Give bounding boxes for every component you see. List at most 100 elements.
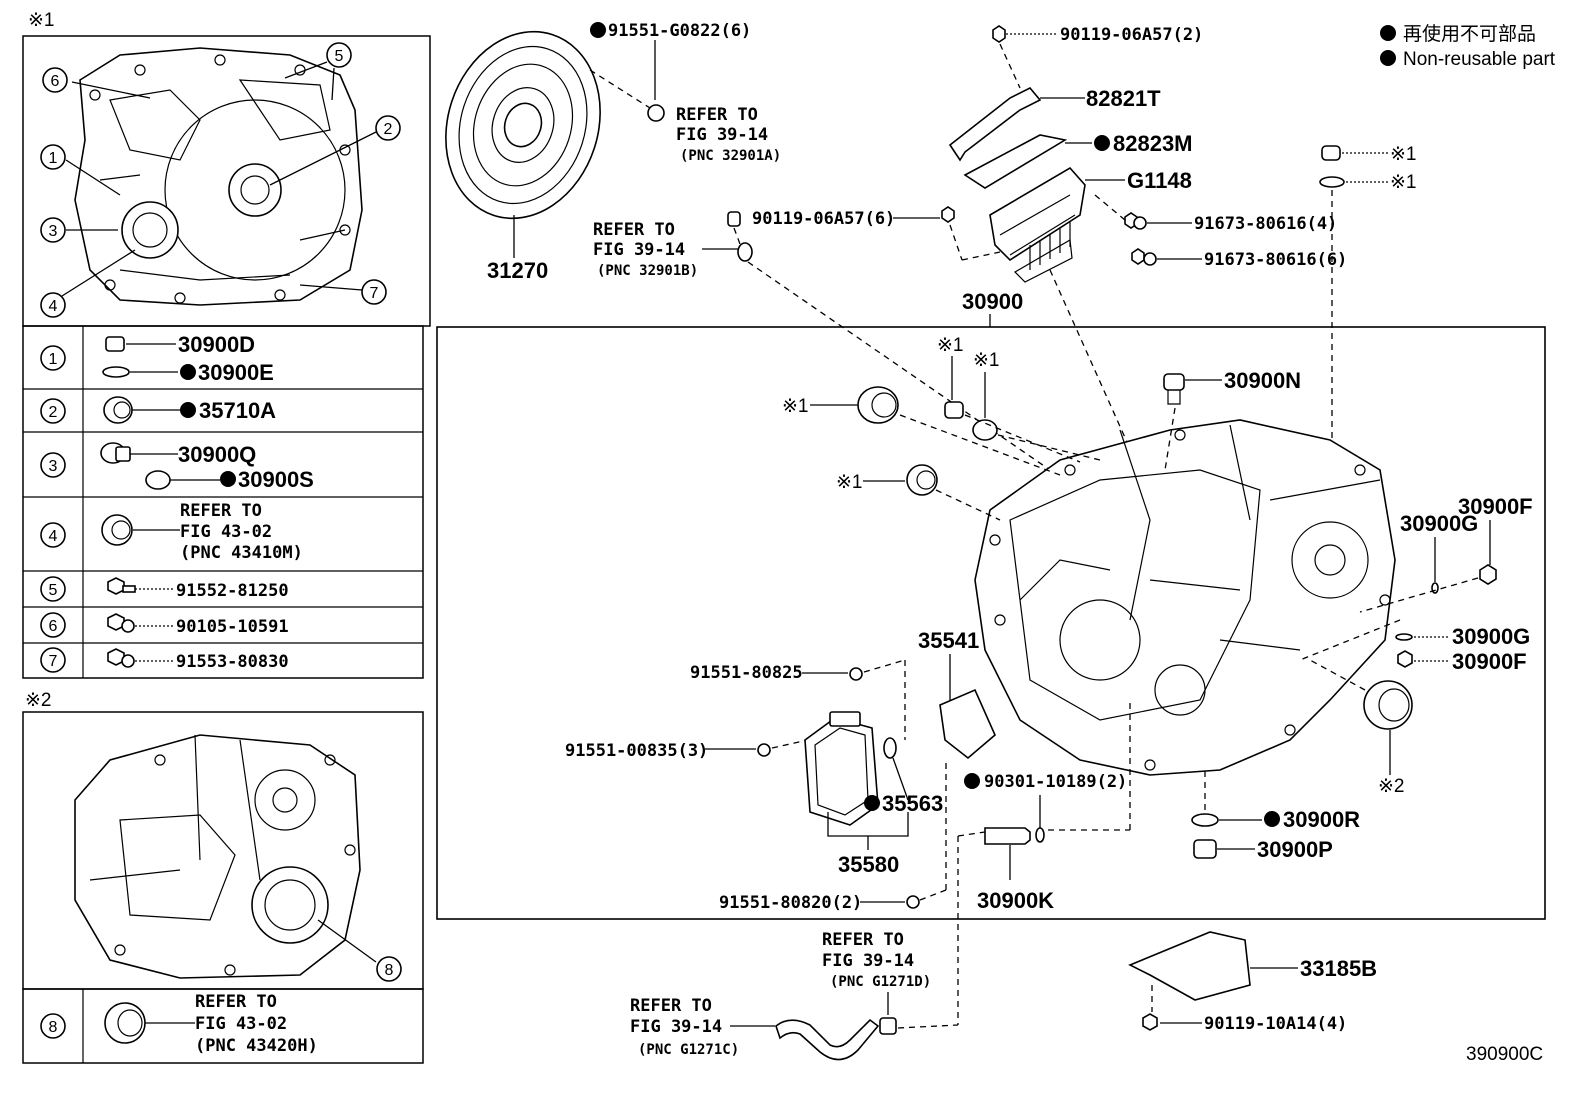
refer-b-line-1: REFER TO	[593, 220, 675, 240]
part-91551-80825: 91551-80825	[690, 663, 803, 683]
svg-text:1: 1	[49, 150, 58, 167]
part-30900G-lower: 30900G	[1452, 624, 1530, 649]
bracket-33185B	[1128, 931, 1251, 1001]
sensor-35541	[939, 688, 996, 760]
star1-label-a: ※1	[937, 335, 964, 356]
part-33185B: 33185B	[1300, 956, 1377, 981]
svg-text:4: 4	[49, 528, 58, 545]
callout-group-section-1: 6 5 2 1 3 4 7	[40, 42, 401, 318]
main-assembly-frame	[436, 326, 1546, 920]
hose-G1271C	[775, 1018, 880, 1061]
part-90119-06A57-6: 90119-06A57(6)	[752, 209, 895, 229]
svg-text:5: 5	[335, 48, 344, 65]
detail-row-4: 4 REFER TO FIG 43-02 (PNC 43410M)	[40, 501, 303, 563]
callout-8	[376, 956, 402, 982]
pipe-30900K	[984, 827, 1031, 845]
transaxle-housing-front-illustration	[74, 47, 363, 306]
gasket-82823M	[963, 134, 1068, 189]
refer-text-line-1: REFER TO	[195, 992, 277, 1012]
part-30900F-upper: 30900F	[1458, 494, 1533, 519]
refer-c-line-3: (PNC G1271C)	[638, 1042, 739, 1058]
legend-en: Non-reusable part	[1403, 49, 1556, 70]
part-30900: 30900	[962, 289, 1023, 314]
section-1-label: ※1	[28, 10, 55, 31]
svg-text:5: 5	[49, 582, 58, 599]
section-2-label: ※2	[25, 690, 52, 711]
svg-text:8: 8	[385, 962, 394, 979]
svg-text:2: 2	[49, 404, 58, 421]
star1-gasket: ※1	[1390, 172, 1417, 193]
callout-5	[326, 42, 352, 68]
legend: 再使用不可部品 Non-reusable part	[1380, 23, 1556, 70]
part-90301-10189: 90301-10189(2)	[984, 772, 1127, 792]
transaxle-housing-rear-illustration	[74, 734, 361, 979]
star1-label-c: ※1	[782, 396, 809, 417]
refer-d-line-1: REFER TO	[822, 930, 904, 950]
part-91551-G0822: 91551-G0822(6)	[608, 21, 751, 41]
refer-a-line-2: FIG 39-14	[676, 125, 768, 145]
detail-row-6: 6 90105-10591	[40, 612, 289, 638]
refer-text-line-1: REFER TO	[180, 501, 262, 521]
refer-text-line-3: (PNC 43420H)	[195, 1036, 318, 1056]
part-91551-80820: 91551-80820(2)	[719, 893, 862, 913]
svg-text:3: 3	[49, 223, 58, 240]
part-30900G-upper: 30900G	[1400, 511, 1478, 536]
callout-4	[40, 292, 66, 318]
refer-text-line-3: (PNC 43410M)	[180, 543, 303, 563]
solenoid-G1148	[989, 166, 1086, 283]
svg-text:7: 7	[49, 653, 58, 670]
figure-code: 390900C	[1466, 1044, 1543, 1065]
part-90119-10A14: 90119-10A14(4)	[1204, 1014, 1347, 1034]
callout-3	[40, 217, 66, 243]
detail-row-5: 5 91552-81250	[40, 576, 289, 602]
bracket-82821T	[948, 87, 1042, 162]
detail-table: 1 30900D 30900E 2 35710A 3	[22, 325, 424, 679]
part-91552-81250: 91552-81250	[176, 581, 289, 601]
svg-text:7: 7	[370, 285, 379, 302]
bolt-91551-G0822	[647, 104, 665, 122]
refer-d-line-3: (PNC G1271D)	[830, 974, 931, 990]
callout-6	[42, 67, 68, 93]
refer-a-line-3: (PNC 32901A)	[680, 148, 781, 164]
torque-converter-31270: 31270	[445, 30, 601, 283]
transaxle-case-illustration	[974, 419, 1396, 776]
refer-text-line-2: FIG 43-02	[195, 1014, 287, 1034]
part-30900Q: 30900Q	[178, 442, 256, 467]
refer-b-line-2: FIG 39-14	[593, 240, 685, 260]
part-30900E: 30900E	[198, 360, 274, 385]
part-82821T: 82821T	[1086, 86, 1161, 111]
star1-plug: ※1	[1390, 144, 1417, 165]
part-82823M: 82823M	[1113, 131, 1193, 156]
part-35541: 35541	[918, 628, 979, 653]
detail-row-7: 7 91553-80830	[40, 647, 289, 673]
part-91551-00835: 91551-00835(3)	[565, 741, 708, 761]
refer-b-line-3: (PNC 32901B)	[597, 263, 698, 279]
star1-label-b: ※1	[973, 350, 1000, 371]
part-30900N: 30900N	[1224, 368, 1301, 393]
star2-label: ※2	[1378, 776, 1405, 797]
svg-text:3: 3	[49, 458, 58, 475]
detail-row-2: 2 35710A	[40, 396, 276, 424]
svg-text:4: 4	[49, 298, 58, 315]
part-30900R: 30900R	[1283, 807, 1360, 832]
refer-c-line-2: FIG 39-14	[630, 1017, 722, 1037]
refer-a-line-1: REFER TO	[676, 105, 758, 125]
callout-1	[40, 144, 66, 170]
svg-text:8: 8	[49, 1019, 58, 1036]
refer-d-line-2: FIG 39-14	[822, 951, 914, 971]
detail-row-8: 8 REFER TO FIG 43-02 (PNC 43420H)	[40, 992, 318, 1056]
part-91553-80830: 91553-80830	[176, 652, 289, 672]
star1-label-d: ※1	[836, 472, 863, 493]
part-35710A: 35710A	[199, 398, 276, 423]
detail-row-1: 1 30900D 30900E	[40, 332, 274, 385]
svg-text:1: 1	[49, 351, 58, 368]
part-35580: 35580	[838, 852, 899, 877]
clip-G1271D	[879, 1017, 897, 1035]
part-91673-80616-6: 91673-80616(6)	[1204, 250, 1347, 270]
svg-text:2: 2	[384, 121, 393, 138]
part-91673-80616-4: 91673-80616(4)	[1194, 214, 1337, 234]
callout-2	[375, 115, 401, 141]
part-G1148: G1148	[1127, 168, 1192, 193]
part-90119-06A57-2: 90119-06A57(2)	[1060, 25, 1203, 45]
